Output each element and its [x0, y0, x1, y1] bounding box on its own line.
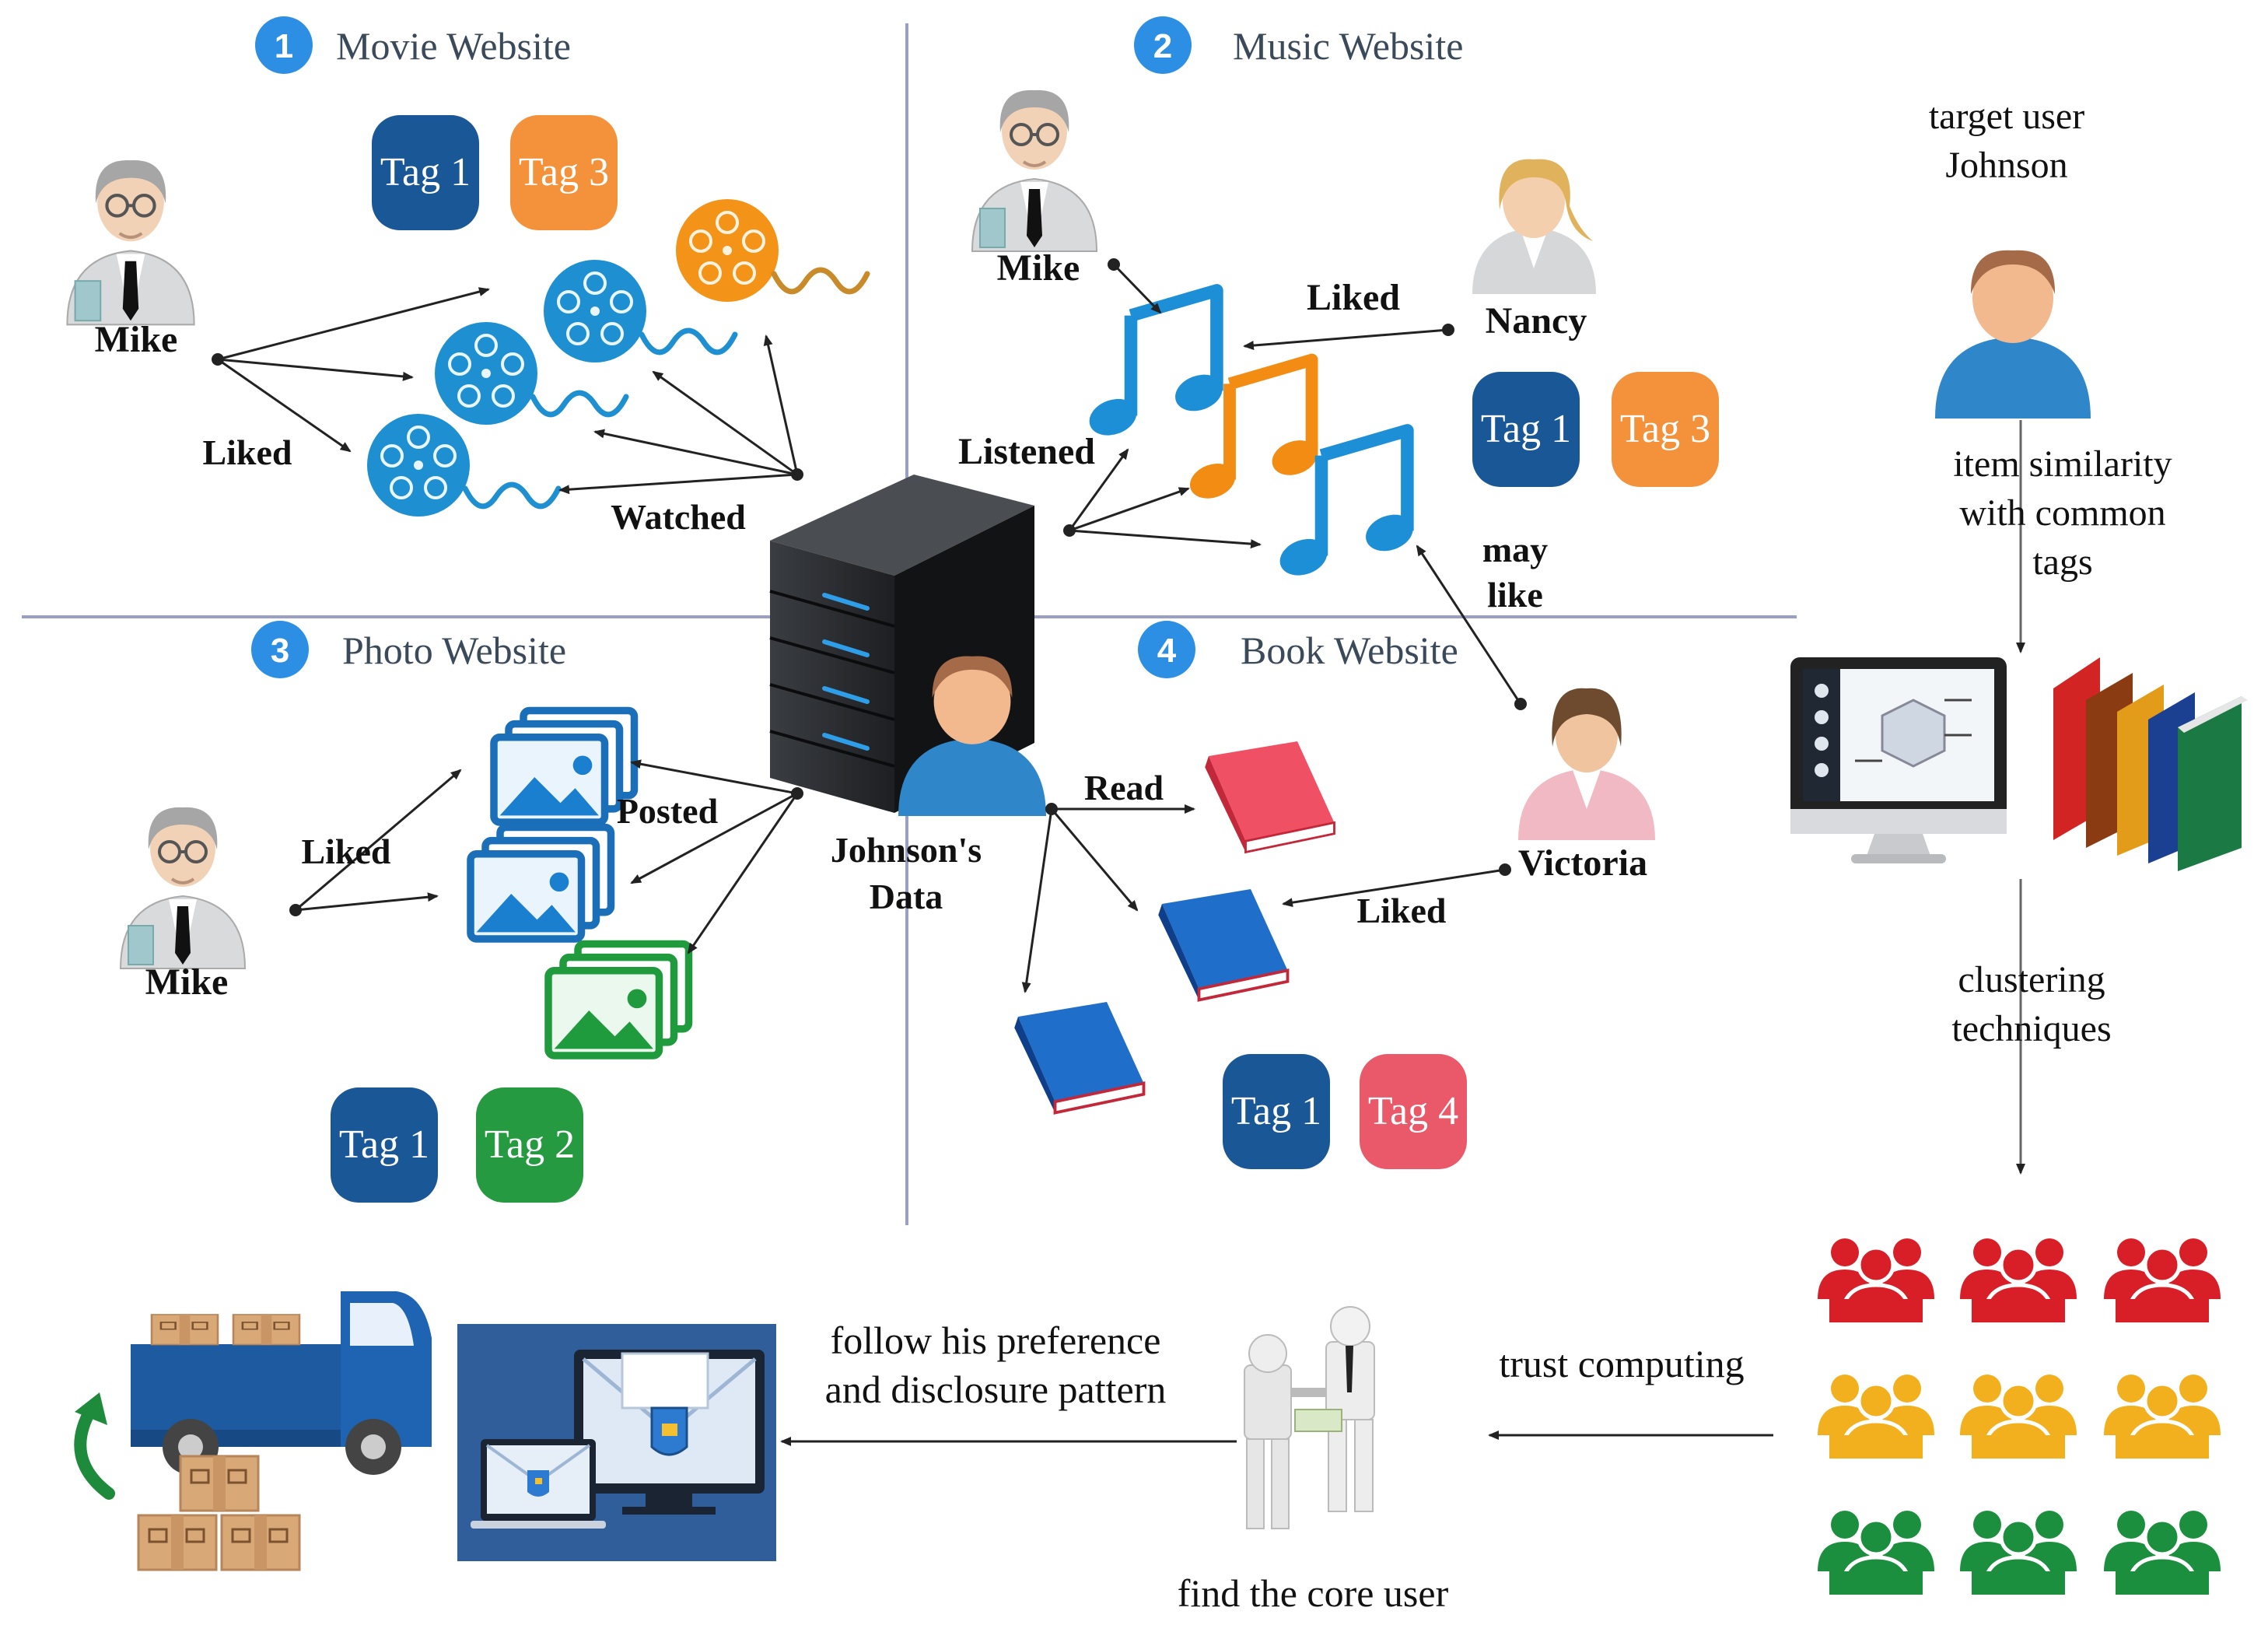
user-group-icon: [1818, 1511, 1934, 1595]
photo-stack-icon: [471, 828, 611, 939]
film-reel-icon: [367, 414, 558, 517]
core-user-label: find the core user: [1178, 1571, 1449, 1615]
section-number: 4: [1157, 632, 1177, 670]
section-number: 2: [1153, 27, 1172, 65]
johnson-data-label: Johnson's: [831, 830, 982, 870]
action-liked-label: Liked: [1307, 277, 1400, 318]
number-badge-icon: [255, 16, 313, 74]
section-title: Music Website: [1233, 24, 1463, 68]
bookshelf-icon: [2053, 657, 2248, 871]
number-badge-icon: [251, 621, 309, 678]
clustering-label: techniques: [1951, 1008, 2111, 1049]
action-watched-label: Watched: [611, 497, 746, 537]
tag-1-chip: Tag 1: [1472, 372, 1580, 487]
section-title: Photo Website: [342, 629, 566, 672]
person-icon: [1935, 250, 2091, 419]
tag-1-chip: Tag 1: [372, 115, 479, 230]
user-group-icon: [1818, 1238, 1934, 1322]
section-title: Movie Website: [336, 24, 571, 68]
tag-3-chip: Tag 3: [1612, 372, 1719, 487]
tag-label: Tag 1: [339, 1122, 429, 1167]
user-group-icon: [1960, 1375, 2077, 1459]
person-icon: [971, 88, 1098, 253]
action-posted-label: Posted: [617, 791, 719, 831]
book-icon: [1013, 1000, 1146, 1115]
user-victoria-label: Victoria: [1518, 842, 1647, 884]
user-group-icon: [2104, 1511, 2221, 1595]
person-icon: [119, 805, 247, 970]
monitor-icon: [1790, 657, 2007, 863]
similarity-label: tags: [2032, 541, 2092, 583]
trust-computing-label: trust computing: [1499, 1342, 1744, 1385]
music-note-icon: [1084, 290, 1227, 441]
action-liked-label: Liked: [1356, 891, 1446, 930]
tag-label: Tag 1: [380, 150, 471, 194]
film-reel-icon: [676, 199, 867, 302]
person-nancy-icon: [1472, 159, 1596, 294]
tag-label: Tag 3: [1620, 407, 1710, 451]
user-group-icon: [2104, 1238, 2221, 1322]
action-liked-label: Liked: [202, 433, 292, 472]
action-liked-label: Liked: [301, 832, 390, 871]
clustering-label: clustering: [1958, 959, 2105, 1000]
action-may-like-label: may: [1482, 530, 1548, 569]
refresh-arrowhead-icon: [75, 1392, 107, 1425]
action-listened-label: Listened: [958, 431, 1095, 472]
truck-icon: [131, 1291, 432, 1475]
number-badge-icon: [1134, 16, 1192, 74]
number-badge-icon: [1138, 621, 1195, 678]
person-icon: [67, 160, 194, 324]
photo-stack-icon: [548, 944, 689, 1056]
user-group-icon: [1818, 1375, 1934, 1459]
similarity-label: item similarity: [1953, 443, 2172, 485]
user-mike-label: Mike: [997, 247, 1080, 289]
refresh-arrow-icon: [74, 1402, 115, 1500]
action-may-like-label: like: [1487, 575, 1543, 615]
user-group-icon: [1960, 1511, 2077, 1595]
tag-2-chip: Tag 2: [476, 1087, 583, 1203]
book-icon: [1157, 888, 1290, 1002]
tag-3-chip: Tag 3: [510, 115, 618, 230]
tag-label: Tag 3: [519, 150, 609, 194]
tag-1-chip: Tag 1: [331, 1087, 438, 1203]
user-mike-label: Mike: [95, 319, 178, 360]
box-stack-icon: [137, 1455, 301, 1571]
handshake-icon: [1244, 1306, 1375, 1529]
tag-label: Tag 1: [1481, 407, 1571, 451]
music-arrows: [1068, 263, 1522, 705]
follow-pattern-label: follow his preference: [831, 1319, 1161, 1362]
section-number: 3: [271, 632, 289, 670]
book-arrows: [1021, 804, 1506, 993]
secure-mail-icon: [457, 1324, 776, 1561]
user-group-grid: [1818, 1238, 2221, 1595]
user-group-icon: [2104, 1375, 2221, 1459]
movie-liked-arrows: [217, 287, 799, 495]
section-book-title: 4 Book Website: [1138, 621, 1458, 678]
photo-arrows: [295, 759, 799, 954]
tag-label: Tag 1: [1231, 1089, 1321, 1133]
follow-pattern-label: and disclosure pattern: [825, 1368, 1167, 1411]
similarity-label: with common: [1959, 492, 2165, 534]
tag-1-chip: Tag 1: [1223, 1054, 1330, 1169]
section-movie-title: 1 Movie Website: [255, 16, 571, 74]
action-read-label: Read: [1084, 768, 1164, 807]
johnson-data-label: Data: [870, 877, 943, 916]
book-icon: [1203, 740, 1335, 853]
user-mike-label: Mike: [145, 961, 229, 1003]
section-title: Book Website: [1241, 629, 1458, 672]
user-nancy-label: Nancy: [1486, 300, 1587, 341]
section-number: 1: [275, 27, 293, 65]
target-user-label: target user: [1929, 96, 2084, 137]
person-victoria-icon: [1518, 688, 1655, 840]
photo-stack-icon: [494, 711, 635, 822]
user-group-icon: [1960, 1238, 2077, 1322]
section-photo-title: 3 Photo Website: [251, 621, 566, 678]
tag-label: Tag 2: [485, 1122, 575, 1167]
tag-4-chip: Tag 4: [1360, 1054, 1467, 1169]
section-music-title: 2 Music Website: [1134, 16, 1463, 74]
target-user-label: Johnson: [1945, 145, 2067, 186]
tag-label: Tag 4: [1368, 1089, 1458, 1133]
